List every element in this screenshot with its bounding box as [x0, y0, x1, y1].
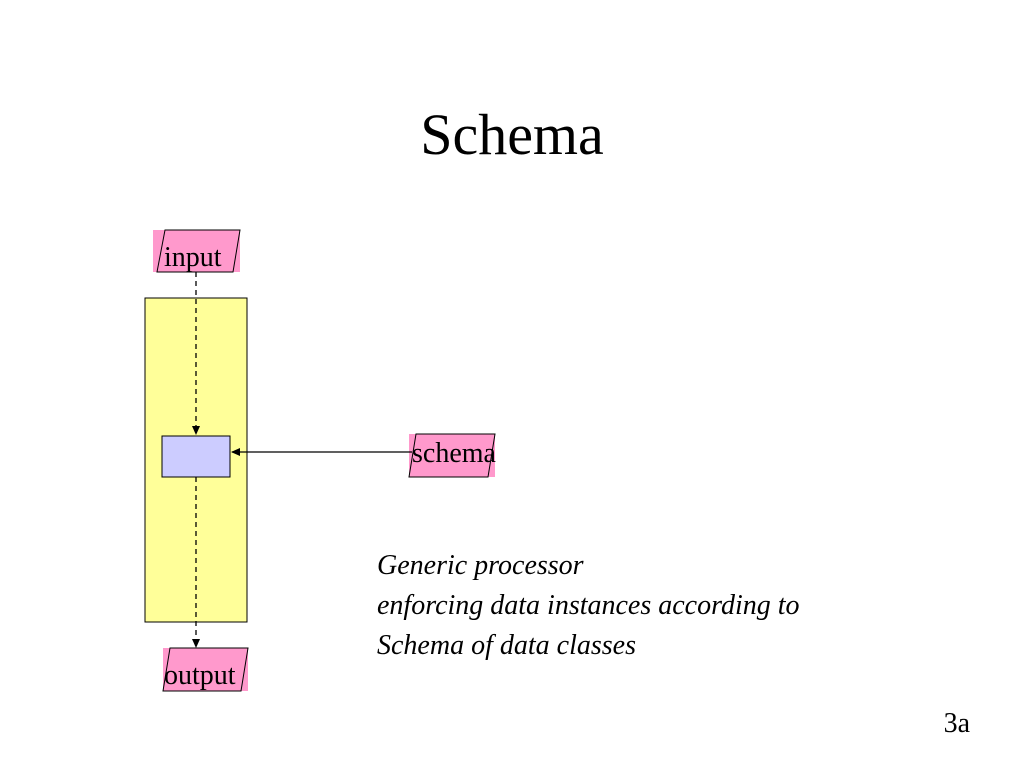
processing-unit-box — [161, 435, 231, 478]
slide-number: 3a — [943, 708, 970, 739]
schema-label: schema — [412, 438, 496, 469]
output-data-shape — [162, 647, 249, 692]
page-title: Schema — [420, 102, 604, 167]
caption-line: Schema of data classes — [377, 630, 636, 661]
input-data-shape — [156, 229, 241, 273]
schema-data-shape — [408, 433, 496, 478]
input-highlight — [153, 230, 240, 272]
caption-line: Generic processor — [377, 550, 584, 581]
diagram-caption: Generic processor enforcing data instanc… — [377, 546, 800, 666]
output-highlight — [163, 648, 248, 691]
input-label: input — [164, 242, 222, 273]
output-label: output — [164, 660, 236, 691]
caption-line: enforcing data instances according to — [377, 590, 800, 621]
schema-highlight — [409, 434, 495, 477]
